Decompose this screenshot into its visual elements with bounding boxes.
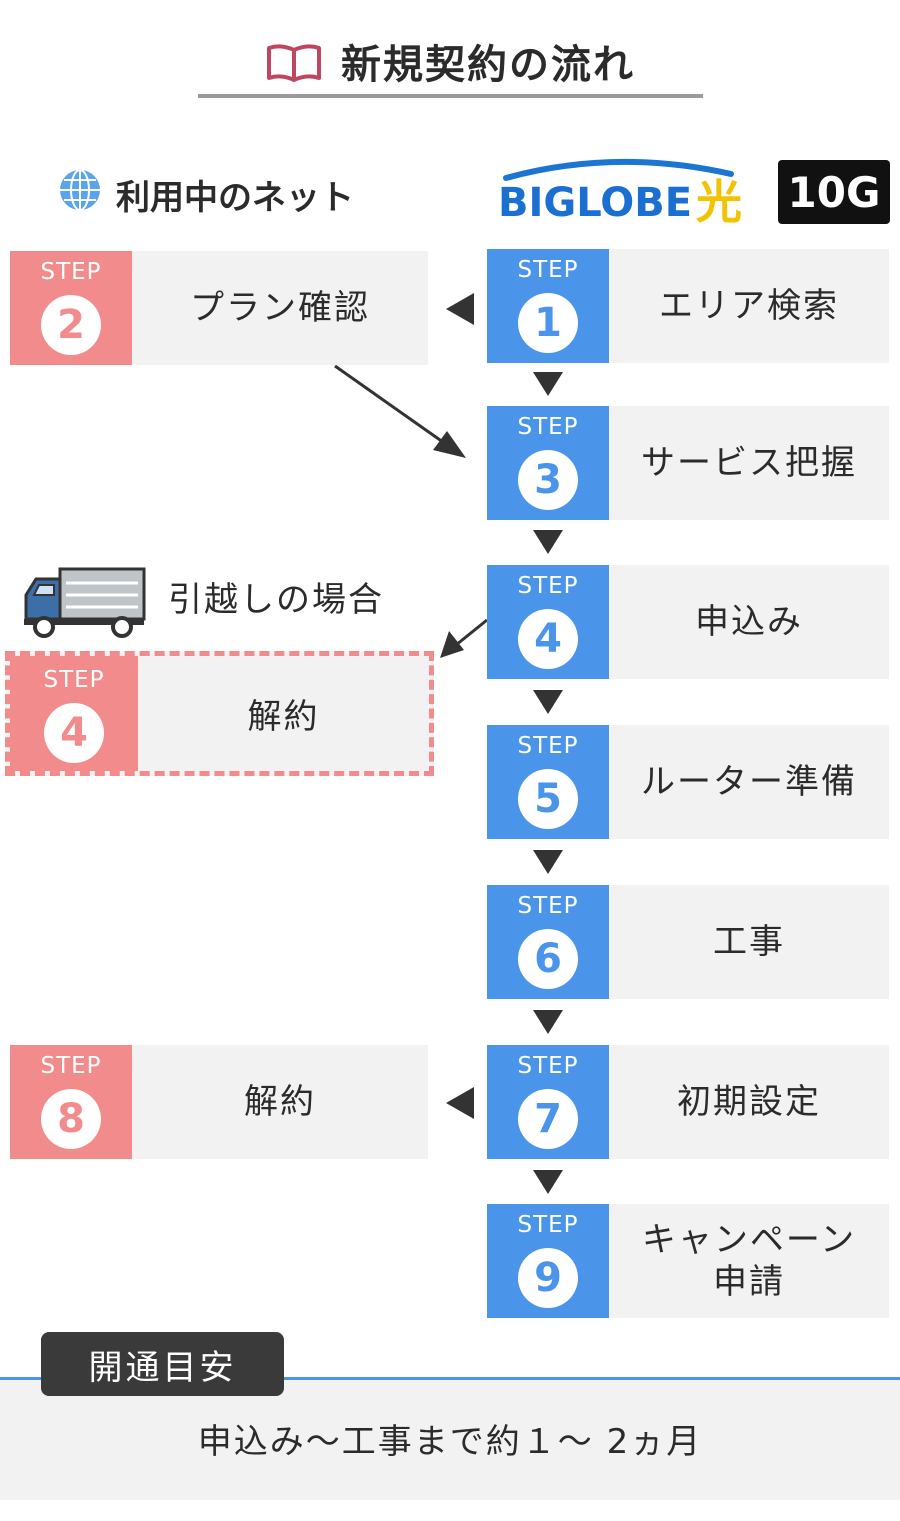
step-label: STEP: [40, 259, 102, 285]
step-7-box: STEP 7 初期設定: [487, 1045, 889, 1159]
current-net-label: 利用中のネット: [116, 177, 354, 218]
logo-10g-badge: 10G: [778, 160, 890, 224]
schedule-divider: [0, 1377, 900, 1380]
arrow-line-2-3: [334, 364, 451, 449]
moving-case-label: 引越しの場合: [168, 580, 384, 620]
step-5-box: STEP 5 ルーター準備: [487, 725, 889, 839]
step-number: 5: [518, 769, 578, 829]
step-title: 申込み: [695, 602, 803, 642]
title-underline: [198, 94, 703, 98]
arrow-down-3-4: [533, 530, 563, 554]
arrow-down-6-7: [533, 1010, 563, 1034]
step-4-box: STEP 4 申込み: [487, 565, 889, 679]
schedule-tag: 開通目安: [41, 1332, 284, 1396]
step-label: STEP: [517, 1212, 579, 1238]
step-label: STEP: [43, 667, 105, 693]
step-number: 9: [518, 1248, 578, 1308]
step-title: 工事: [713, 922, 785, 962]
step-number: 4: [518, 609, 578, 669]
current-net-header: 利用中のネット: [58, 168, 354, 220]
schedule-band: [0, 1380, 900, 1500]
step-label: STEP: [517, 893, 579, 919]
arrow-left-1-2: [446, 293, 474, 325]
title-section: 新規契約の流れ: [0, 18, 900, 98]
step-number: 4: [44, 703, 104, 763]
step-badge: STEP 5: [487, 725, 609, 839]
step-number: 7: [518, 1089, 578, 1149]
step-badge: STEP 9: [487, 1204, 609, 1318]
step-badge: STEP 8: [10, 1045, 132, 1159]
step-badge: STEP 3: [487, 406, 609, 520]
page-title: 新規契約の流れ: [341, 42, 635, 88]
arrow-line-4-move: [455, 618, 488, 647]
step-number: 3: [518, 450, 578, 510]
moving-step-4-box: STEP 4 解約: [5, 651, 434, 776]
logo-hikari: 光: [696, 175, 742, 226]
step-title: エリア検索: [659, 286, 839, 326]
step-title: 解約: [244, 1082, 316, 1122]
step-6-box: STEP 6 工事: [487, 885, 889, 999]
step-badge: STEP 7: [487, 1045, 609, 1159]
book-icon: [265, 42, 323, 94]
step-label: STEP: [517, 257, 579, 283]
logo-text: BIGLOBE: [498, 180, 692, 226]
arrow-down-4-5: [533, 690, 563, 714]
arrow-left-7-8: [446, 1087, 474, 1119]
step-1-box: STEP 1 エリア検索: [487, 249, 889, 363]
step-badge: STEP 4: [10, 656, 138, 771]
schedule-text: 申込み～工事まで約１～ 2ヵ月: [197, 1422, 703, 1462]
globe-icon: [58, 168, 102, 221]
step-label: STEP: [517, 1053, 579, 1079]
biglobe-logo: BIGLOBE 光: [496, 156, 758, 229]
step-title: 解約: [247, 697, 320, 737]
arrow-down-1-3: [533, 372, 563, 396]
step-title: キャンペーン 申請: [641, 1220, 857, 1302]
truck-icon: [22, 567, 146, 643]
step-number: 1: [518, 293, 578, 353]
step-badge: STEP 4: [487, 565, 609, 679]
arrow-down-7-9: [533, 1170, 563, 1194]
step-3-box: STEP 3 サービス把握: [487, 406, 889, 520]
step-label: STEP: [40, 1053, 102, 1079]
step-number: 8: [41, 1089, 101, 1149]
step-title: プラン確認: [190, 288, 370, 328]
step-label: STEP: [517, 733, 579, 759]
step-2-box: STEP 2 プラン確認: [10, 251, 428, 365]
arrow-head-4-move: [440, 631, 464, 658]
step-number: 6: [518, 929, 578, 989]
step-title: 初期設定: [677, 1082, 821, 1122]
page-title-row: 新規契約の流れ: [0, 32, 900, 94]
step-badge: STEP 2: [10, 251, 132, 365]
arrow-head-2-3: [433, 431, 466, 458]
step-label: STEP: [517, 414, 579, 440]
step-label: STEP: [517, 573, 579, 599]
step-8-box: STEP 8 解約: [10, 1045, 428, 1159]
step-badge: STEP 1: [487, 249, 609, 363]
arrow-down-5-6: [533, 850, 563, 874]
step-9-box: STEP 9 キャンペーン 申請: [487, 1204, 889, 1318]
step-title: サービス把握: [641, 443, 857, 483]
step-badge: STEP 6: [487, 885, 609, 999]
step-number: 2: [41, 295, 101, 355]
step-title: ルーター準備: [641, 762, 857, 802]
